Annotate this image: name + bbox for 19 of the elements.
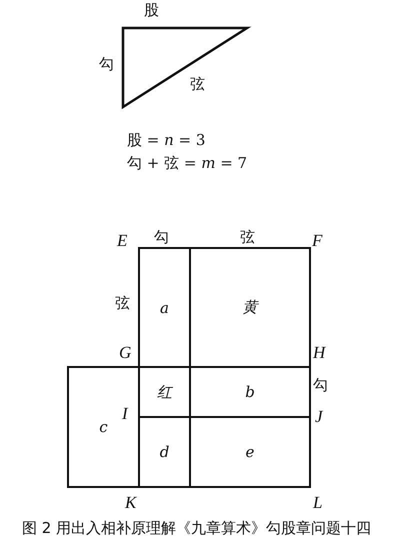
point-label: E (117, 232, 128, 249)
side-label: 勾 (99, 57, 114, 72)
formula: 勾 + 弦 = m = 7 (127, 156, 248, 171)
point-label: J (315, 408, 323, 425)
point-label: I (122, 405, 128, 422)
caption: 图 2 用出入相补原理解《九章算术》勾股章问题十四 (22, 519, 372, 538)
side-label: 弦 (190, 77, 205, 92)
region-box: e (189, 416, 311, 488)
side-label: 股 (144, 3, 159, 18)
point-label: L (313, 494, 322, 511)
point-label: H (313, 344, 326, 361)
region-box: a (138, 247, 191, 368)
formula: 股 = n = 3 (127, 133, 206, 148)
point-label: F (312, 232, 322, 249)
point-label: G (119, 344, 132, 361)
side-label: 勾 (154, 230, 169, 245)
region-box: 黄 (189, 247, 311, 368)
side-label: 勾 (313, 378, 328, 393)
point-label: K (125, 494, 136, 511)
